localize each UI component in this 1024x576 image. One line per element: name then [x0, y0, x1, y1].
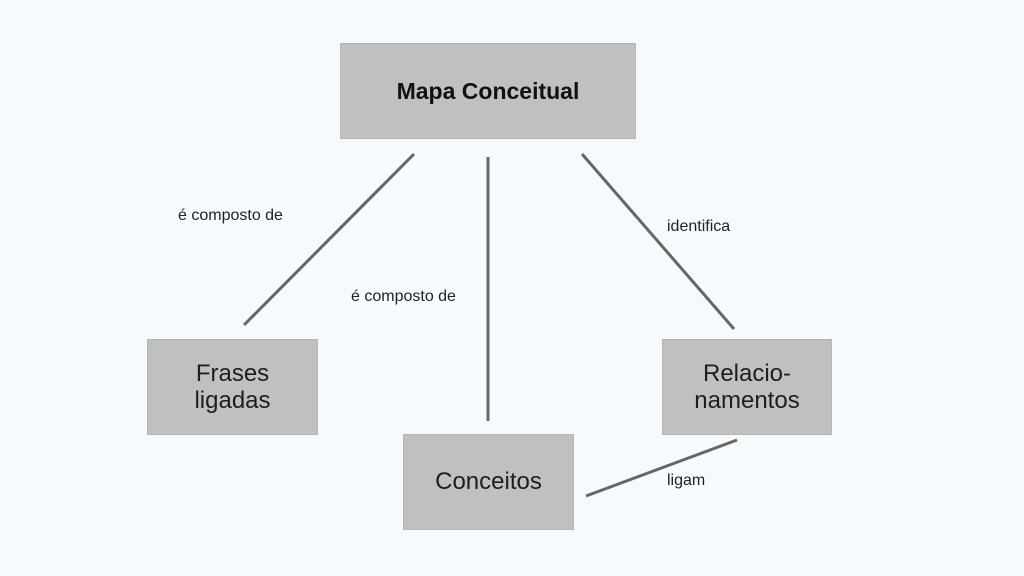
edge-label-relacionamentos-conceitos: ligam [667, 472, 706, 489]
connector-root-frases [242, 152, 416, 327]
edge-label-root-relacionamentos: identifica [667, 218, 731, 235]
edge-label-root-conceitos: é composto de [351, 288, 456, 305]
node-mapa-conceitual: Mapa Conceitual [340, 43, 636, 139]
node-relacionamentos: Relacio- namentos [662, 339, 832, 435]
connector-root-relacionamentos [580, 153, 736, 330]
node-relacionamentos-label: Relacio- namentos [694, 360, 800, 414]
node-mapa-conceitual-label: Mapa Conceitual [396, 77, 580, 104]
connector-relacionamentos-conceitos [585, 438, 738, 498]
node-conceitos-label: Conceitos [435, 468, 542, 495]
node-frases-ligadas-label: Frases ligadas [194, 360, 271, 414]
edge-label-root-frases: é composto de [178, 207, 283, 224]
node-conceitos: Conceitos [403, 434, 574, 530]
node-frases-ligadas: Frases ligadas [147, 339, 318, 435]
